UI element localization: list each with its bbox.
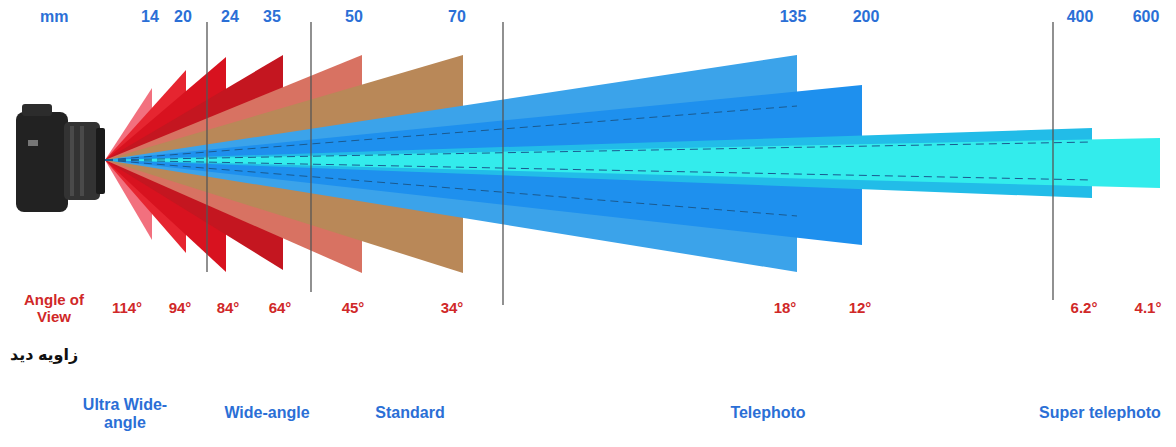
angle-label: 12°	[849, 300, 872, 317]
text-label: 600	[1133, 8, 1160, 26]
angle-label: 18°	[774, 300, 797, 317]
angle-label: 45°	[342, 300, 365, 317]
text-label: زاویه دید	[10, 346, 78, 364]
text-label: Wide-angle	[224, 404, 309, 422]
text-label: 70	[448, 8, 466, 26]
text-label: 50	[345, 8, 363, 26]
angle-label: 4.1°	[1135, 300, 1162, 317]
dashed-guide	[105, 142, 1092, 160]
category-dividers	[207, 22, 1053, 305]
angle-label: 94°	[169, 300, 192, 317]
text-label: 20	[174, 8, 192, 26]
angle-label: 114°	[112, 300, 142, 317]
view-wedges	[105, 55, 1160, 273]
angle-label: 64°	[269, 300, 292, 317]
lens-front	[96, 128, 105, 194]
angle-label: 84°	[217, 300, 240, 317]
dashed-guide	[105, 160, 797, 216]
lens-ring	[70, 126, 74, 196]
divider-line	[206, 22, 207, 272]
angle-label: 6.2°	[1071, 300, 1098, 317]
divider-line	[1052, 22, 1053, 300]
lens-ring	[80, 126, 84, 196]
text-label: 14	[141, 8, 159, 26]
camera-detail	[28, 140, 38, 146]
text-label: 24	[221, 8, 239, 26]
text-label: mm	[40, 8, 68, 26]
text-label: 35	[263, 8, 281, 26]
text-label: Super telephoto	[1039, 404, 1161, 422]
text-label: Standard	[375, 404, 444, 422]
angle-label: 34°	[441, 300, 464, 317]
camera-lens	[64, 122, 100, 200]
camera-top	[22, 104, 52, 116]
text-label: Ultra Wide-angle	[70, 396, 180, 431]
divider-line	[502, 22, 503, 305]
camera-body	[16, 112, 68, 212]
dashed-guide	[105, 160, 1092, 180]
text-label: 200	[853, 8, 880, 26]
text-label: 135	[780, 8, 807, 26]
dashed-guide	[105, 106, 797, 160]
text-label: Telephoto	[730, 404, 805, 422]
angle-label: Angle of View	[14, 292, 94, 325]
divider-line	[310, 22, 311, 292]
wedge-600mm	[105, 138, 1160, 188]
camera-icon	[16, 104, 105, 212]
text-label: 400	[1067, 8, 1094, 26]
